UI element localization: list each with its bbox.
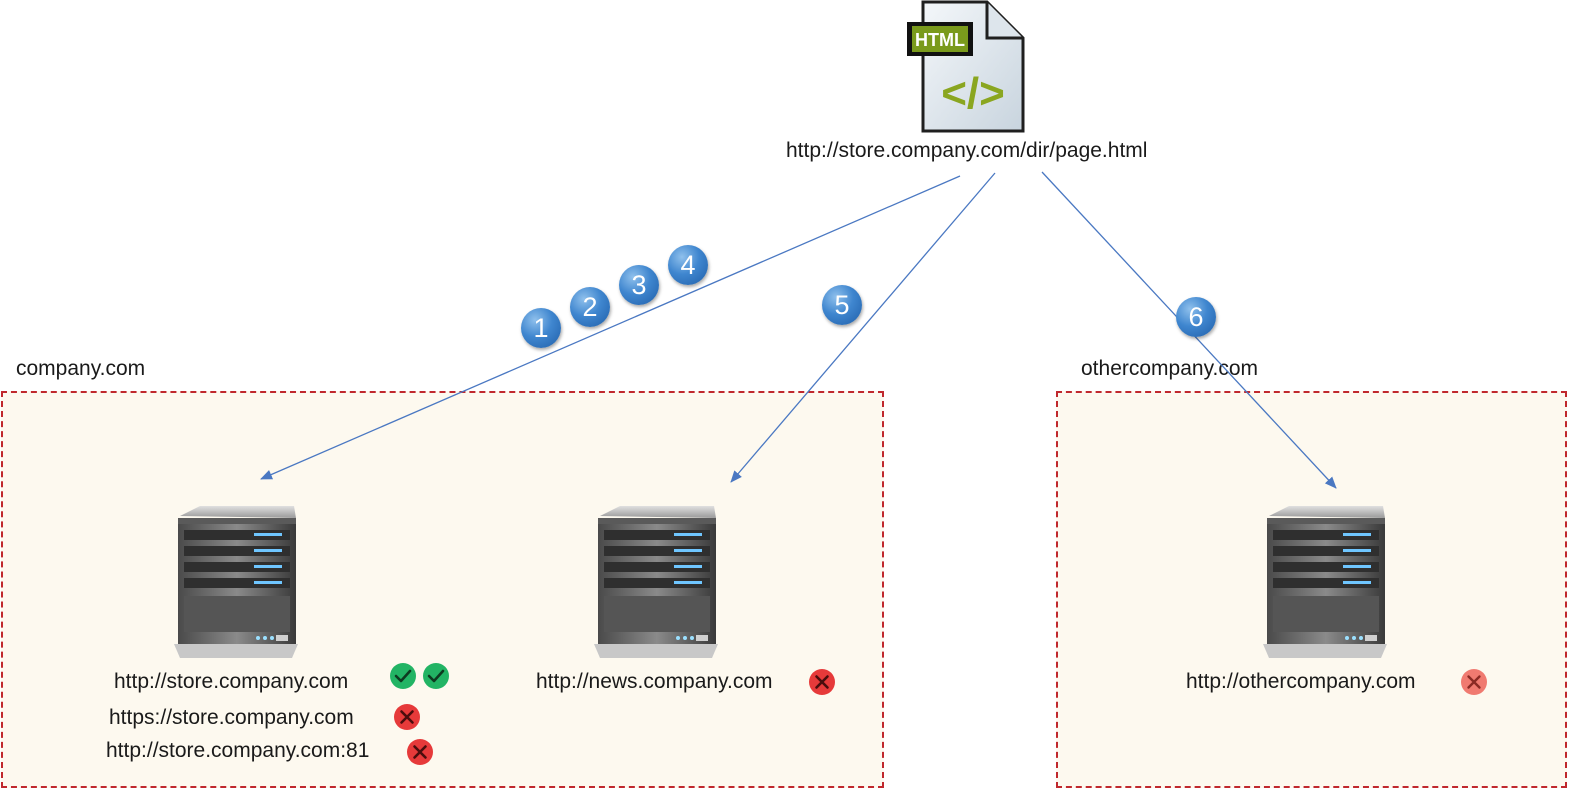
origin-url-store-http: http://store.company.com xyxy=(114,670,349,693)
html-badge-text: HTML xyxy=(915,30,965,50)
zone-label-othercompany: othercompany.com xyxy=(1081,357,1259,380)
step-badge-5: 5 xyxy=(822,285,862,325)
origin-url-news: http://news.company.com xyxy=(536,670,773,693)
cross-icon xyxy=(393,703,421,731)
origin-url-other: http://othercompany.com xyxy=(1186,670,1416,693)
step-badge-1: 1 xyxy=(521,308,561,348)
step-badge-3: 3 xyxy=(619,265,659,305)
zone-company xyxy=(1,391,884,788)
check-icon xyxy=(389,662,417,690)
cross-icon xyxy=(1460,668,1488,696)
origin-url-store-port81: http://store.company.com:81 xyxy=(106,739,370,762)
step-badge-2: 2 xyxy=(570,287,610,327)
svg-text:</>: </> xyxy=(941,69,1005,118)
html-file-icon: HTML </> xyxy=(905,0,1027,134)
server-store-icon xyxy=(166,504,306,664)
step-badge-4: 4 xyxy=(668,245,708,285)
origin-url-store-https: https://store.company.com xyxy=(109,706,354,729)
arrow-to-news xyxy=(730,172,996,483)
server-news-icon xyxy=(586,504,726,664)
zone-label-company: company.com xyxy=(16,357,146,380)
server-other-icon xyxy=(1255,504,1395,664)
check-icon xyxy=(422,662,450,690)
step-badge-6: 6 xyxy=(1176,297,1216,337)
cross-icon xyxy=(406,738,434,766)
cross-icon xyxy=(808,668,836,696)
arrow-to-store xyxy=(260,175,961,480)
source-page-url: http://store.company.com/dir/page.html xyxy=(786,139,1148,162)
